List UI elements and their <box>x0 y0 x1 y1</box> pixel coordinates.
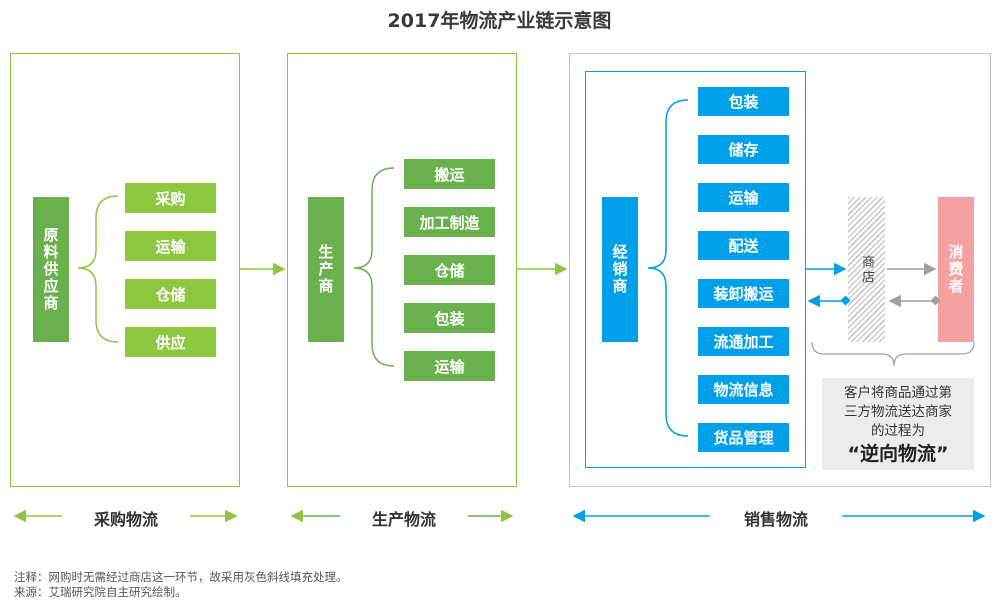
consumer-box: 消费者 <box>938 197 974 342</box>
procurement-flow-label: 采购物流 <box>76 506 176 530</box>
reverse-logistics-note: 客户将商品通过第 三方物流送达商家 的过程为 “逆向物流” <box>822 378 974 470</box>
footer-note: 注释：网购时无需经过商店这一环节，故采用灰色斜线填充处理。 <box>14 570 348 584</box>
sales-brace <box>647 99 689 437</box>
arrow-diamond <box>840 295 851 306</box>
note-line: 的过程为 <box>871 423 925 439</box>
sales-item: 装卸搬运 <box>698 279 789 308</box>
procurement-item: 运输 <box>125 231 216 261</box>
production-item: 仓储 <box>404 255 495 285</box>
footer-source: 来源：艾瑞研究院自主研究绘制。 <box>14 585 187 599</box>
procurement-brace <box>77 195 119 343</box>
production-item: 搬运 <box>404 159 495 189</box>
production-brace <box>353 167 395 367</box>
sales-item: 储存 <box>698 135 789 164</box>
production-entity: 生产商 <box>308 197 344 342</box>
production-flow-label: 生产物流 <box>352 506 456 530</box>
procurement-item: 仓储 <box>125 279 216 309</box>
procurement-item: 采购 <box>125 183 216 213</box>
note-line: 客户将商品通过第 <box>844 385 952 401</box>
arrow-diamond <box>930 295 941 306</box>
production-item: 加工制造 <box>404 207 495 237</box>
note-brace <box>811 341 975 367</box>
production-item: 包装 <box>404 303 495 333</box>
diagram-title: 2017年物流产业链示意图 <box>387 10 612 32</box>
sales-item: 物流信息 <box>698 375 789 404</box>
procurement-entity: 原料供应商 <box>33 197 69 342</box>
note-line: 三方物流送达商家 <box>844 404 952 420</box>
sales-item: 包装 <box>698 87 789 116</box>
note-emphasis: “逆向物流” <box>847 443 949 465</box>
store-box: 商店 <box>848 197 885 342</box>
sales-entity: 经销商 <box>602 197 638 342</box>
sales-flow-label: 销售物流 <box>722 506 830 530</box>
production-item: 运输 <box>404 351 495 381</box>
procurement-item: 供应 <box>125 327 216 357</box>
sales-item: 流通加工 <box>698 327 789 356</box>
sales-item: 货品管理 <box>698 423 789 452</box>
sales-item: 运输 <box>698 183 789 212</box>
sales-item: 配送 <box>698 231 789 260</box>
